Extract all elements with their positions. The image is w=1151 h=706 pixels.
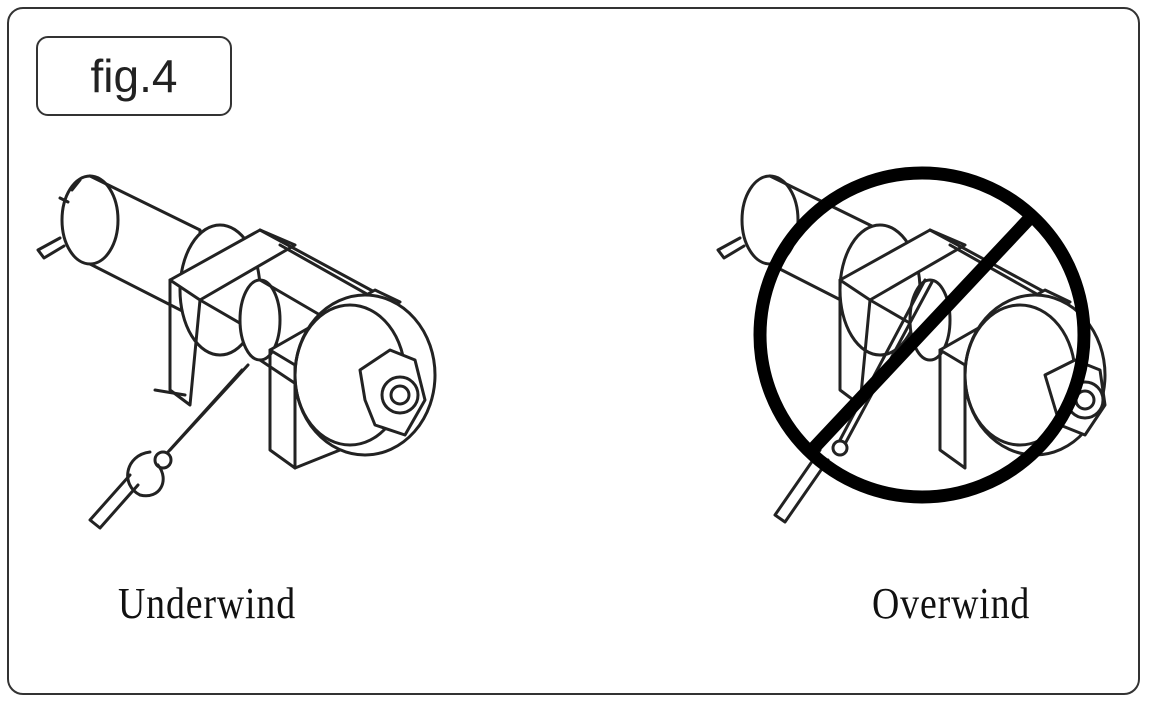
figure-label: fig.4 <box>36 36 232 116</box>
winch-overwind-icon <box>716 166 1107 524</box>
figure-label-text: fig.4 <box>90 50 178 102</box>
overwind-caption: Overwind <box>872 579 1031 628</box>
winch-underwind-icon <box>36 174 437 530</box>
overwind-illustration <box>700 150 1130 540</box>
underwind-illustration <box>20 150 480 540</box>
underwind-caption: Underwind <box>118 579 296 628</box>
prohibited-icon <box>753 166 1091 504</box>
